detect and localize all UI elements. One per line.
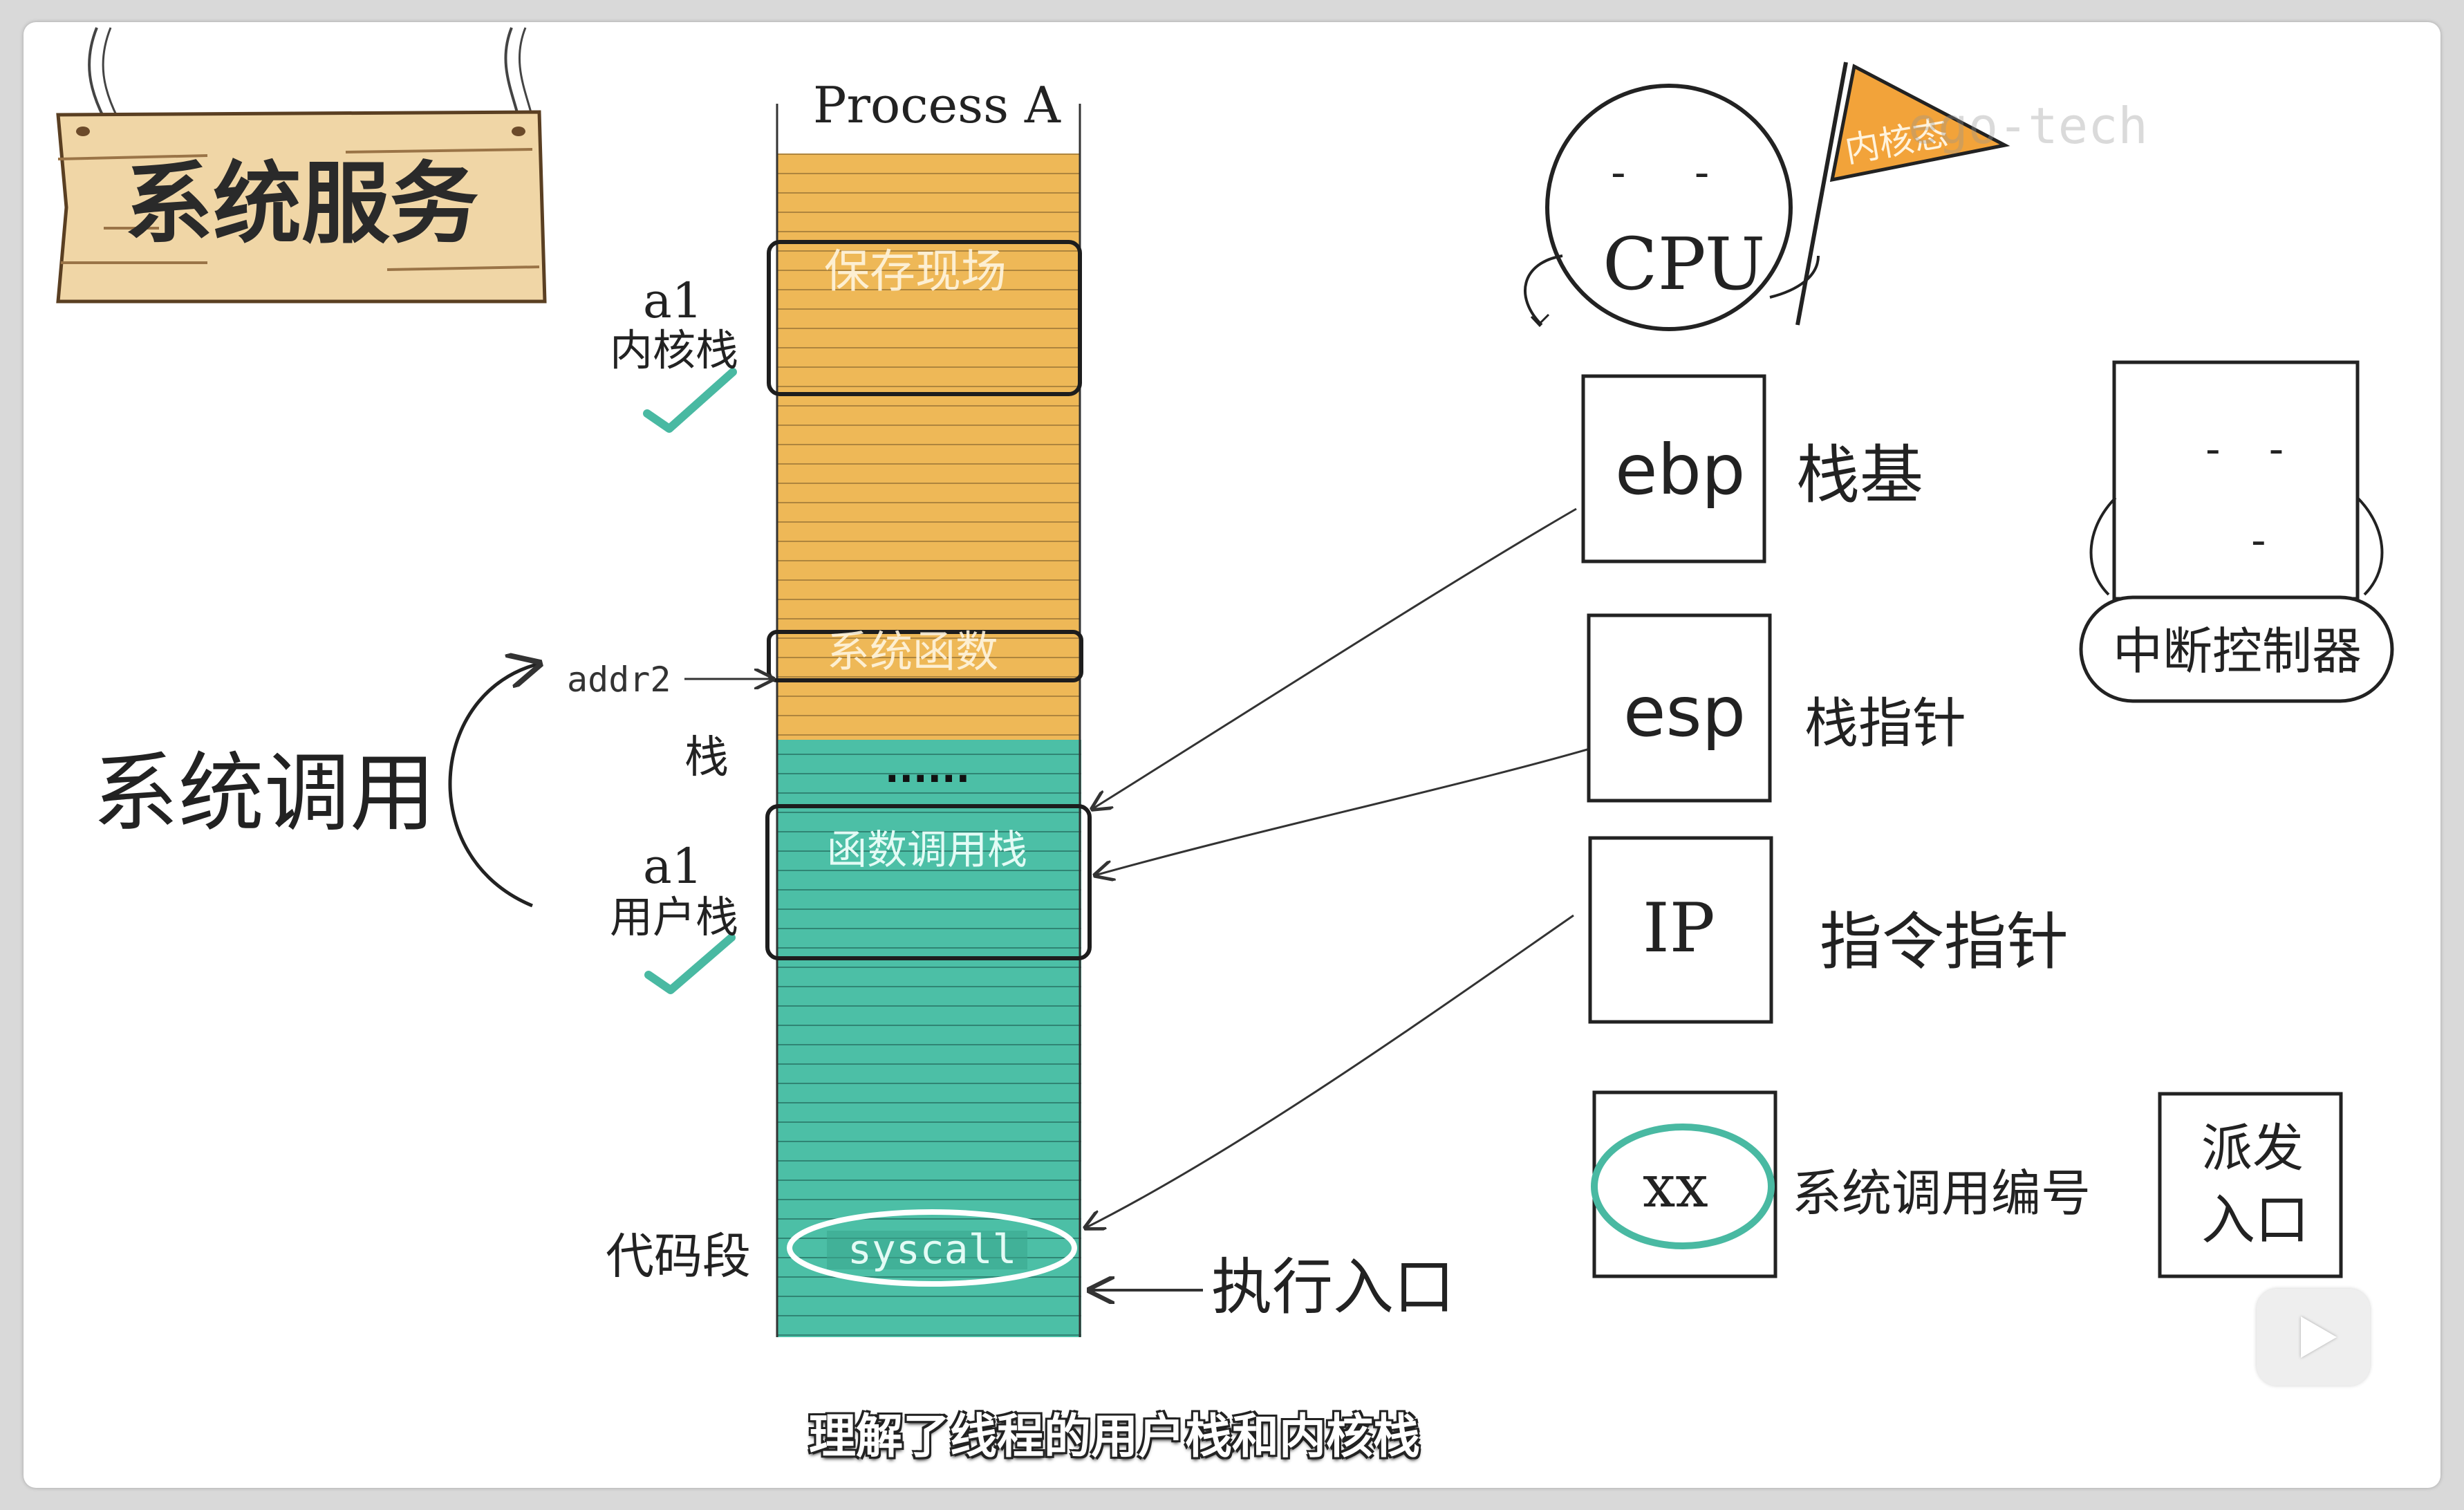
interrupt-controller-eyes: -- bbox=[2205, 425, 2333, 474]
call-stack-label: 函数调用栈 bbox=[827, 826, 1028, 873]
interrupt-controller bbox=[2079, 360, 2394, 703]
esp-description: 栈指针 bbox=[1804, 693, 1967, 755]
syscall-number-register: xx bbox=[1643, 1153, 1708, 1220]
process-stack bbox=[765, 104, 1092, 1337]
addr2-label: addr2 bbox=[567, 660, 671, 700]
cpu-label: CPU bbox=[1603, 222, 1766, 306]
user-stack-a1: a1 bbox=[643, 838, 703, 895]
dispatch-box bbox=[2158, 1092, 2343, 1278]
cpu-character bbox=[1524, 62, 2010, 331]
stack-ellipsis: ······ bbox=[885, 757, 971, 801]
ip-description: 指令指针 bbox=[1820, 906, 2069, 978]
kernel-stack-a1: a1 bbox=[643, 272, 703, 329]
syscall-number-description: 系统调用编号 bbox=[1792, 1164, 2091, 1222]
dispatch-line-1: 派发 bbox=[2201, 1119, 2304, 1178]
syscall-arc bbox=[448, 664, 539, 908]
ebp-register: ebp bbox=[1615, 429, 1746, 510]
video-subtitle: 理解了线程的用户栈和内核栈 bbox=[809, 1410, 1421, 1464]
process-title: Process A bbox=[813, 76, 1061, 134]
interrupt-controller-label: 中断控制器 bbox=[2113, 622, 2362, 680]
kernel-stack-label: 内核栈 bbox=[610, 325, 739, 375]
register-arrows bbox=[1085, 507, 1588, 1228]
esp-register: esp bbox=[1623, 671, 1746, 752]
registers bbox=[1581, 374, 1777, 1278]
sign-title: 系统服务 bbox=[124, 153, 479, 256]
system-function-label: 系统函数 bbox=[827, 626, 999, 677]
user-stack-label: 用户栈 bbox=[610, 892, 739, 942]
dispatch-line-2: 入口 bbox=[2201, 1189, 2310, 1251]
cpu-eyes: - - bbox=[1611, 149, 1737, 197]
ip-register: IP bbox=[1643, 889, 1715, 968]
entry-label: 执行入口 bbox=[1211, 1251, 1455, 1323]
interrupt-controller-mouth: - bbox=[2251, 516, 2266, 565]
syscall-title: 系统调用 bbox=[93, 744, 436, 843]
save-context-label: 保存现场 bbox=[824, 245, 1007, 298]
ebp-description: 栈基 bbox=[1796, 438, 1924, 512]
wooden-sign bbox=[56, 27, 547, 304]
stack-label: 栈 bbox=[684, 732, 729, 783]
play-icon[interactable] bbox=[2257, 1289, 2370, 1386]
code-segment-label: 代码段 bbox=[606, 1228, 751, 1285]
checkmarks bbox=[643, 368, 737, 994]
syscall-label: syscall bbox=[848, 1226, 1017, 1273]
watermark: ego-tech bbox=[1908, 97, 2148, 155]
